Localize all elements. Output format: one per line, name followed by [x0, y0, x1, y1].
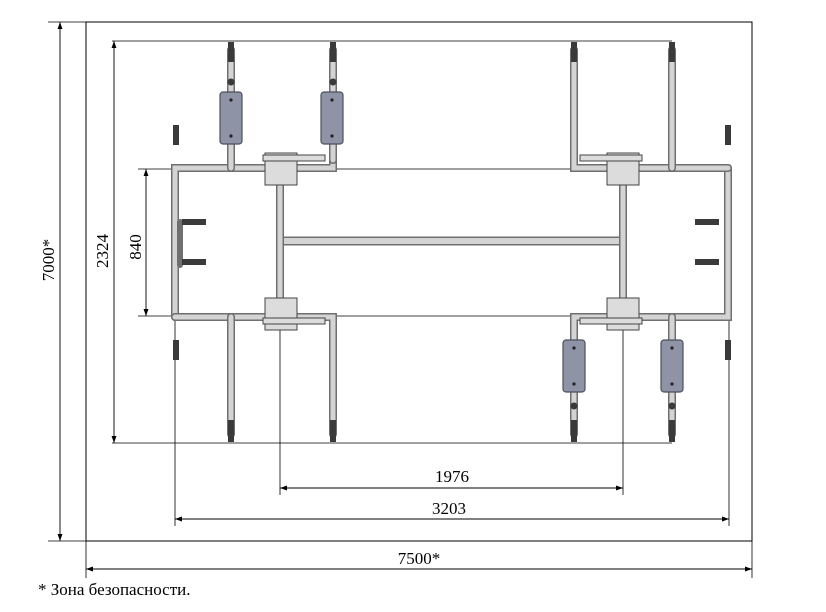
extension-lines — [48, 21, 753, 578]
safety-zone-outline — [85, 21, 753, 542]
dim-label-3203: 3203 — [432, 499, 466, 518]
hand-grips — [173, 42, 731, 442]
left-frame — [171, 46, 337, 438]
dim-label-7500: 7500* — [398, 549, 441, 568]
seat-top-left-2 — [320, 91, 344, 145]
base-plates — [262, 152, 643, 331]
dim-label-1976: 1976 — [435, 467, 469, 486]
frame-tubes — [171, 46, 732, 438]
seats — [219, 91, 684, 393]
dimension-lines — [57, 22, 752, 572]
seat-bottom-right-2 — [660, 339, 684, 393]
safety-zone-footnote: * Зона безопасности. — [38, 580, 191, 599]
dim-label-7000: 7000* — [39, 239, 58, 282]
dim-label-840: 840 — [126, 234, 145, 260]
seat-top-left-1 — [219, 91, 243, 145]
dim-label-2324: 2324 — [93, 234, 112, 269]
seat-bottom-right-1 — [562, 339, 586, 393]
